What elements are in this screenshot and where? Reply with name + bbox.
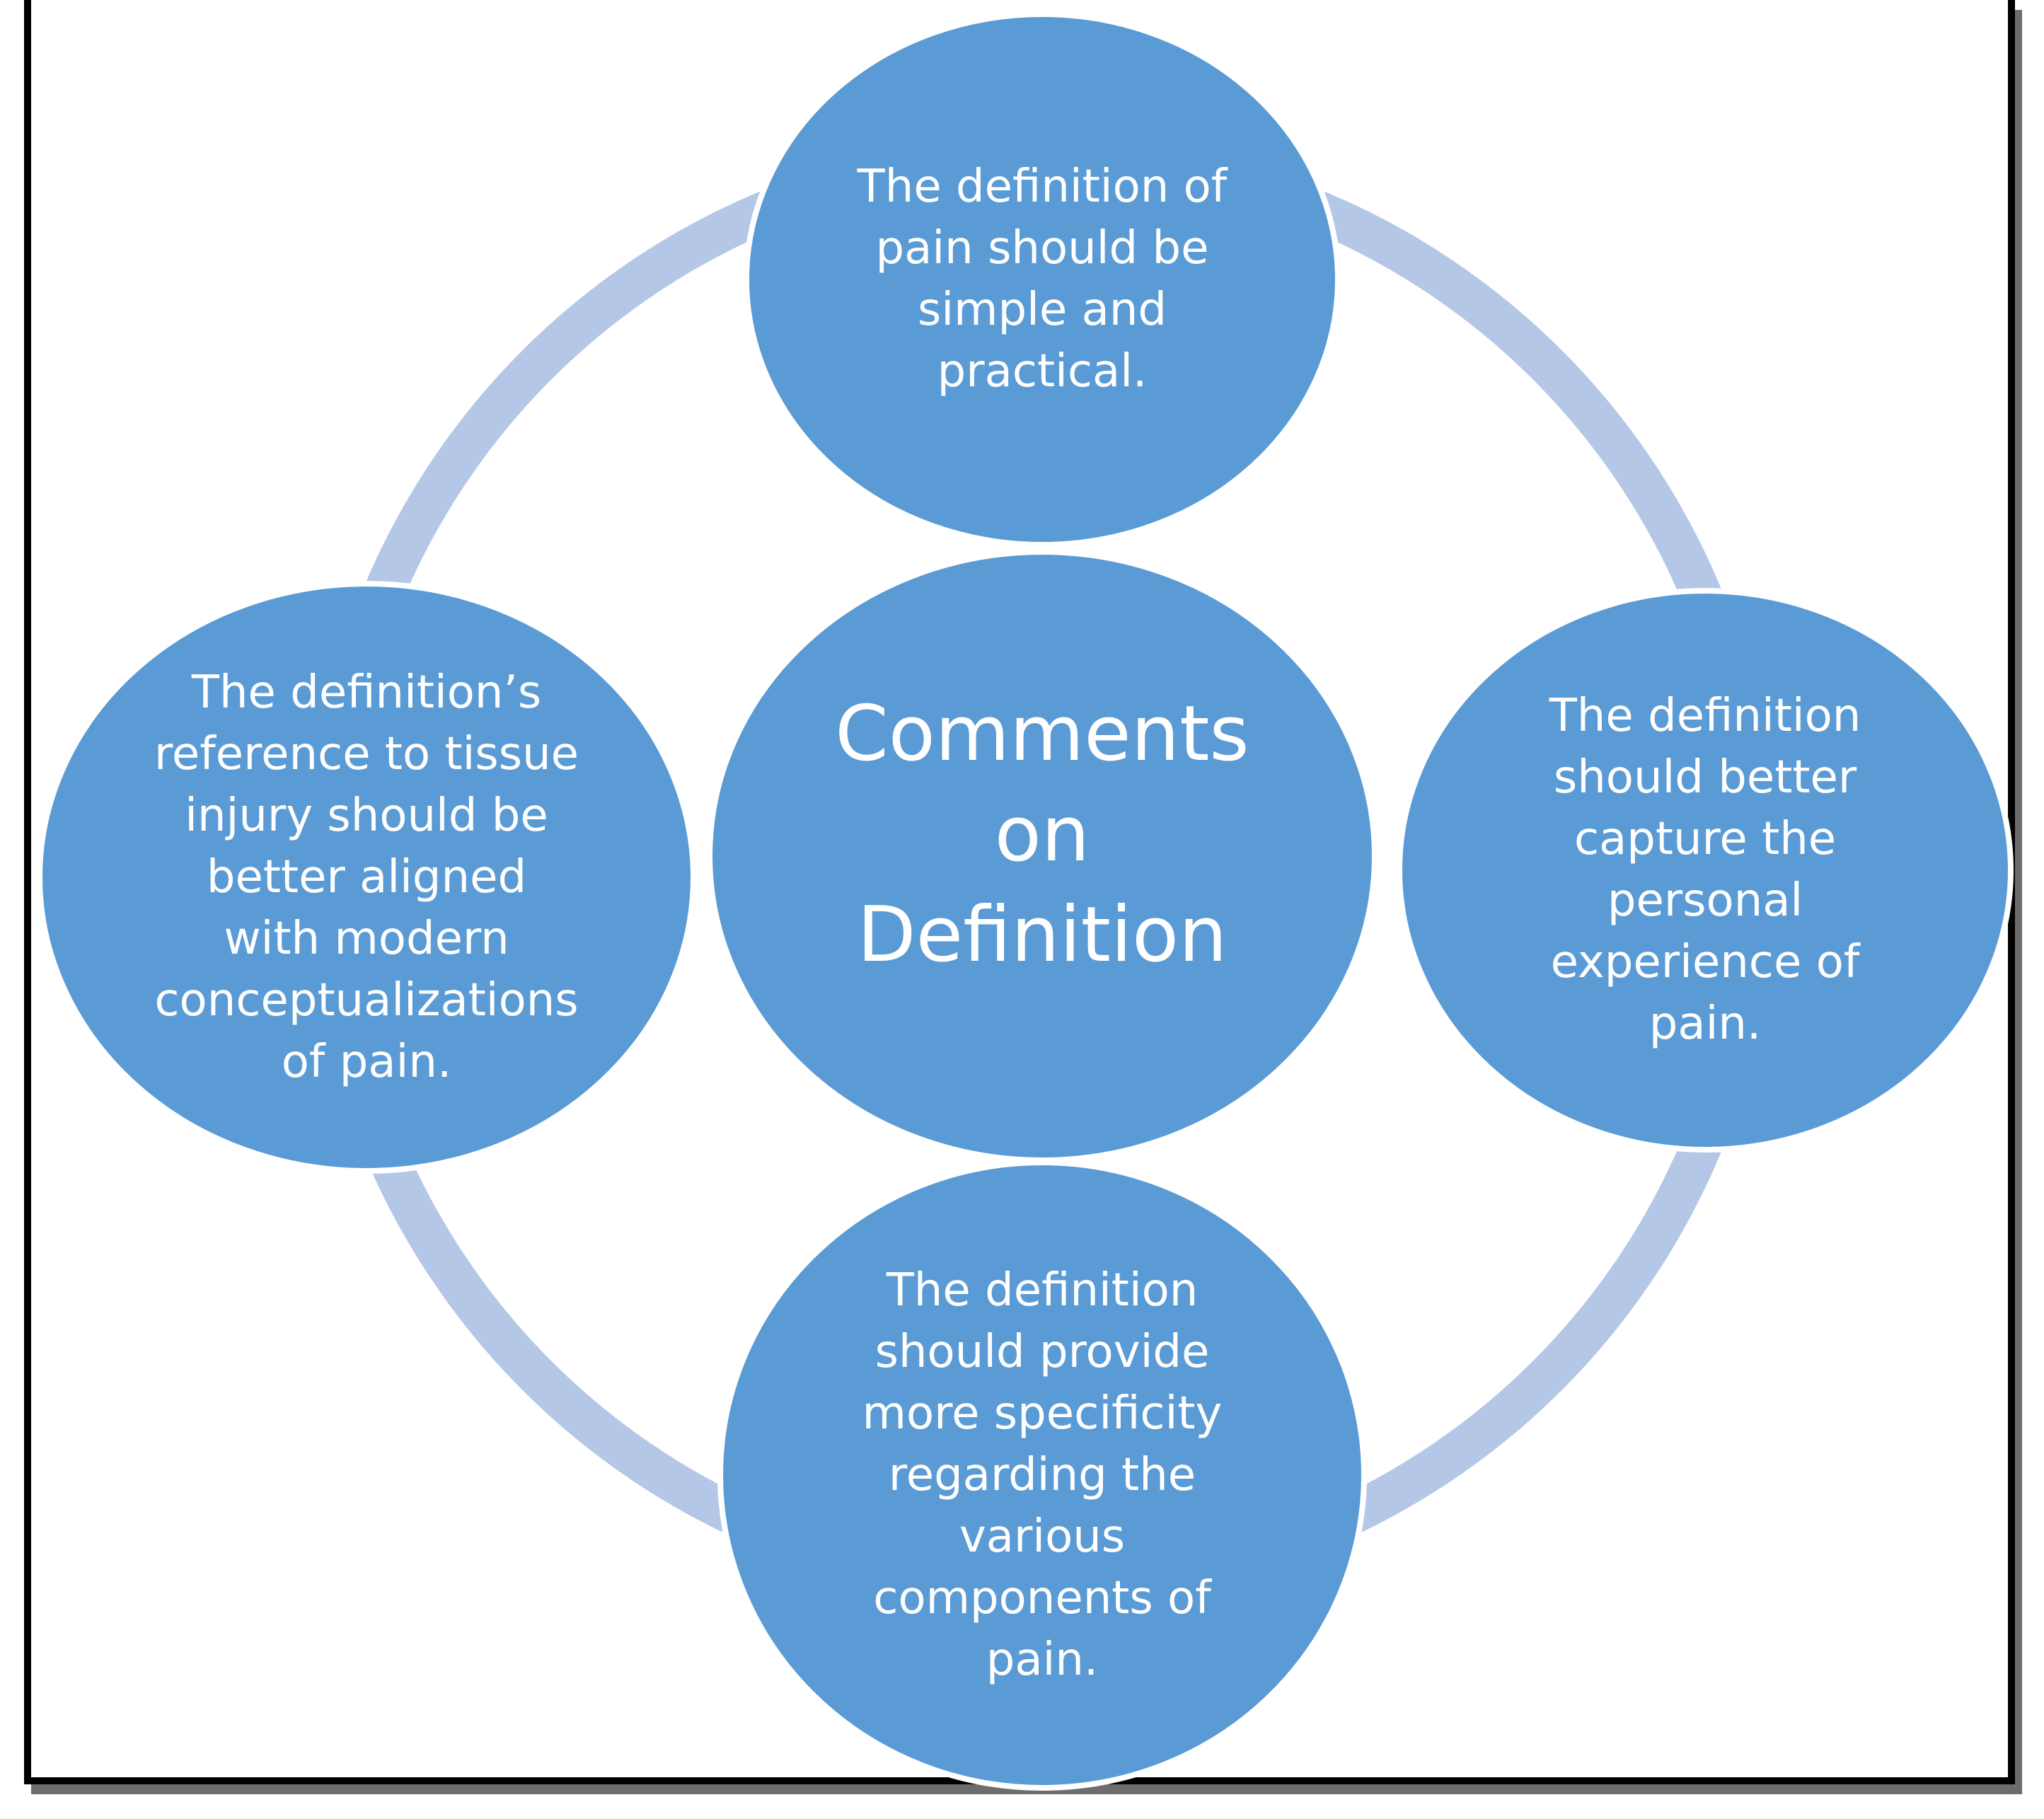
left-node-shape	[37, 581, 696, 1174]
left-node-label: The definition’s reference to tissue inj…	[154, 666, 579, 1088]
right-node-label: The definition should better capture the…	[1549, 690, 1861, 1050]
bottom-node-label: The definition should provide more speci…	[862, 1264, 1223, 1686]
top-node-shape	[744, 11, 1341, 548]
top-node-label: The definition of pain should be simple …	[857, 161, 1228, 398]
center-node-label: Comments on Definition	[835, 690, 1249, 979]
right-node-shape	[1397, 588, 2014, 1153]
bottom-node-shape	[717, 1160, 1367, 1791]
